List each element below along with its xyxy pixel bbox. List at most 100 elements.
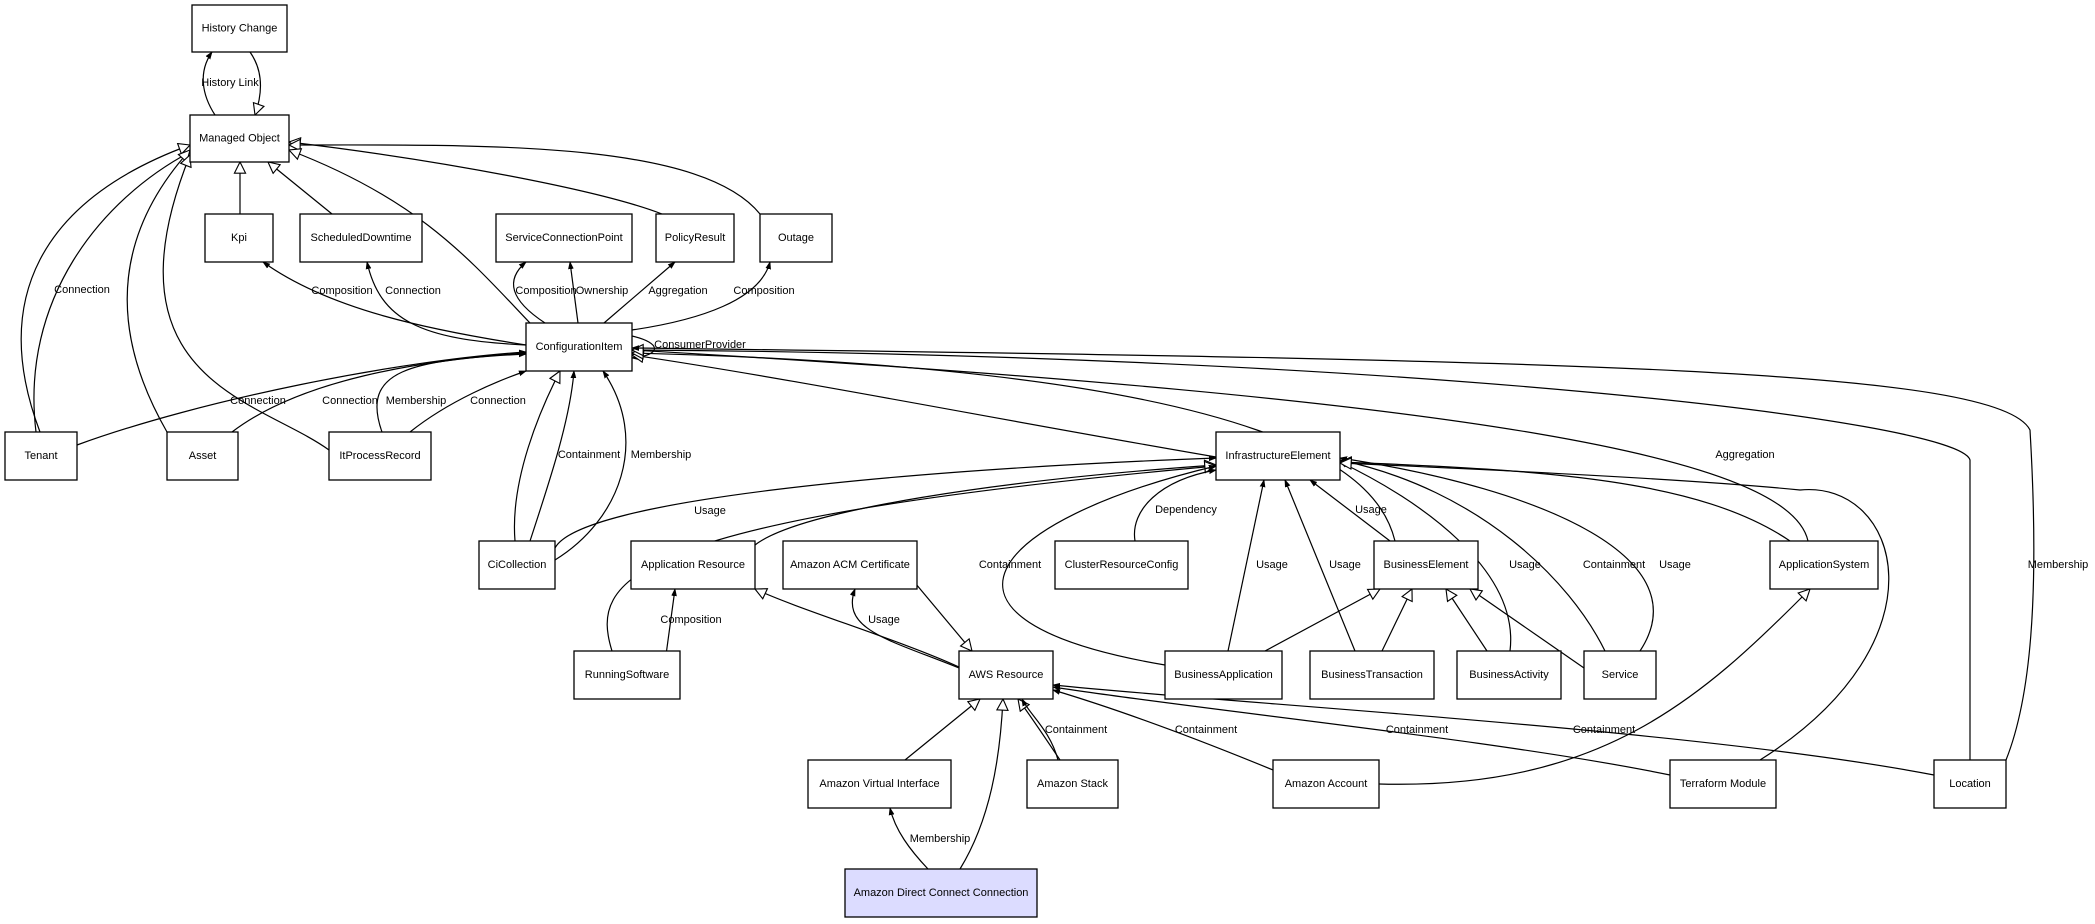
- edge-label: Usage: [694, 505, 726, 517]
- node-application-system[interactable]: ApplicationSystem: [1769, 540, 1879, 590]
- node-box: [1215, 431, 1341, 481]
- edge-label: Composition: [733, 285, 794, 297]
- node-running-software[interactable]: RunningSoftware: [573, 650, 681, 700]
- edge-label: Membership: [2028, 559, 2089, 571]
- edge-line: [126, 150, 190, 433]
- node-infrastructure-element[interactable]: InfrastructureElement: [1215, 431, 1341, 481]
- edge-label: Usage: [1355, 504, 1387, 516]
- edge-label: Containment: [1386, 724, 1448, 736]
- node-configuration-item[interactable]: ConfigurationItem: [525, 322, 633, 372]
- edge-amazon-virtual-interface-to-aws-resource: [904, 699, 980, 761]
- node-tenant[interactable]: Tenant: [4, 431, 78, 481]
- node-label: ClusterResourceConfig: [1065, 559, 1179, 571]
- node-box: [759, 213, 833, 263]
- edge-business-transaction-to-business-element: [1381, 589, 1412, 652]
- edge-label: Connection: [470, 395, 526, 407]
- node-location[interactable]: Location: [1933, 759, 2007, 809]
- node-box: [958, 650, 1054, 700]
- node-application-resource[interactable]: Application Resource: [630, 540, 756, 590]
- node-label: Terraform Module: [1680, 778, 1766, 790]
- edge-business-element-to-infrastructure-element: Usage: [1310, 480, 1391, 542]
- node-amazon-account[interactable]: Amazon Account: [1272, 759, 1380, 809]
- node-managed-object[interactable]: Managed Object: [189, 114, 290, 163]
- edge-amazon-account-to-aws-resource: Containment: [1053, 690, 1274, 771]
- node-service-connection-point[interactable]: ServiceConnectionPoint: [495, 213, 633, 263]
- node-box: [844, 868, 1038, 918]
- node-it-process-record[interactable]: ItProcessRecord: [328, 431, 432, 481]
- edge-line: [754, 465, 1216, 546]
- node-label: Amazon Direct Connect Connection: [854, 887, 1029, 899]
- edge-line: [1340, 460, 1606, 652]
- edge-application-resource-to-infrastructure-element: [754, 465, 1216, 546]
- node-amazon-acm-certificate[interactable]: Amazon ACM Certificate: [782, 540, 918, 590]
- node-label: BusinessTransaction: [1321, 669, 1423, 681]
- node-business-element[interactable]: BusinessElement: [1373, 540, 1479, 590]
- node-business-activity[interactable]: BusinessActivity: [1456, 650, 1562, 700]
- edge-service-to-infrastructure-element: Usage: [1340, 458, 1691, 652]
- edge-amazon-account-to-application-system: [1378, 589, 1810, 785]
- node-label: ConfigurationItem: [536, 341, 623, 353]
- node-box: [1272, 759, 1380, 809]
- node-scheduled-downtime[interactable]: ScheduledDowntime: [299, 213, 423, 263]
- edge-line: [554, 458, 1216, 549]
- node-service[interactable]: Service: [1583, 650, 1657, 700]
- edge-business-application-to-infrastructure-element: Containment: [979, 466, 1216, 666]
- node-box: [299, 213, 423, 263]
- edge-line: [268, 162, 333, 215]
- edge-configuration-item-to-scheduled-downtime: Connection: [367, 262, 527, 346]
- node-asset[interactable]: Asset: [166, 431, 239, 481]
- node-terraform-module[interactable]: Terraform Module: [1669, 759, 1777, 809]
- edge-it-process-record-to-configuration-item: Membership: [376, 354, 526, 433]
- node-label: Asset: [189, 450, 217, 462]
- node-history-change[interactable]: History Change: [191, 4, 288, 53]
- edge-label: Usage: [1659, 559, 1691, 571]
- edge-tenant-to-managed-object: Connection: [33, 151, 190, 433]
- edge-line: [632, 348, 2035, 761]
- edge-aws-resource-to-amazon-acm-certificate: Usage: [852, 589, 960, 669]
- edge-business-application-to-business-element: [1264, 589, 1380, 652]
- edge-configuration-item-to-managed-object: [289, 150, 531, 324]
- edge-label: Containment: [1045, 724, 1107, 736]
- node-business-application[interactable]: BusinessApplication: [1164, 650, 1283, 700]
- edge-line: [554, 371, 627, 561]
- edge-line: [904, 699, 980, 761]
- edge-location-to-aws-resource: Containment: [1053, 685, 1935, 776]
- edge-line: [1021, 699, 1059, 761]
- edge-terraform-module-to-infrastructure-element: [1340, 463, 1890, 761]
- node-box: [782, 540, 918, 590]
- edge-line: [1378, 589, 1810, 785]
- edge-line: [1053, 685, 1935, 776]
- edge-business-transaction-to-infrastructure-element: Usage: [1284, 480, 1361, 652]
- node-kpi[interactable]: Kpi: [204, 213, 274, 263]
- node-amazon-virtual-interface[interactable]: Amazon Virtual Interface: [807, 759, 952, 809]
- node-amazon-direct-connect-connection[interactable]: Amazon Direct Connect Connection: [844, 868, 1038, 918]
- node-label: Amazon Stack: [1037, 778, 1108, 790]
- edge-line: [1133, 470, 1216, 542]
- node-label: ItProcessRecord: [339, 450, 420, 462]
- node-box: [191, 4, 288, 53]
- edge-line: [1340, 462, 1791, 542]
- node-box: [1669, 759, 1777, 809]
- edge-label: Containment: [979, 559, 1041, 571]
- node-outage[interactable]: Outage: [759, 213, 833, 263]
- edge-label: Connection: [230, 395, 286, 407]
- node-label: Service: [1602, 669, 1639, 681]
- node-box: [1309, 650, 1435, 700]
- node-label: BusinessElement: [1384, 559, 1469, 571]
- node-box: [1583, 650, 1657, 700]
- node-box: [1054, 540, 1189, 590]
- node-label: Managed Object: [199, 133, 280, 145]
- node-ci-collection[interactable]: CiCollection: [478, 540, 556, 590]
- node-policy-result[interactable]: PolicyResult: [655, 213, 735, 263]
- edge-amazon-stack-to-aws-resource: [1018, 699, 1061, 761]
- node-cluster-resource-config[interactable]: ClusterResourceConfig: [1054, 540, 1189, 590]
- node-aws-resource[interactable]: AWS Resource: [958, 650, 1054, 700]
- edge-label: Composition: [515, 285, 576, 297]
- edge-configuration-item-to-kpi: Composition: [263, 262, 527, 346]
- node-business-transaction[interactable]: BusinessTransaction: [1309, 650, 1435, 700]
- edge-line: [376, 354, 526, 433]
- node-box: [1373, 540, 1479, 590]
- edge-application-system-to-configuration-item: Aggregation: [632, 350, 1809, 542]
- node-amazon-stack[interactable]: Amazon Stack: [1026, 759, 1119, 809]
- edge-line: [632, 350, 1971, 760]
